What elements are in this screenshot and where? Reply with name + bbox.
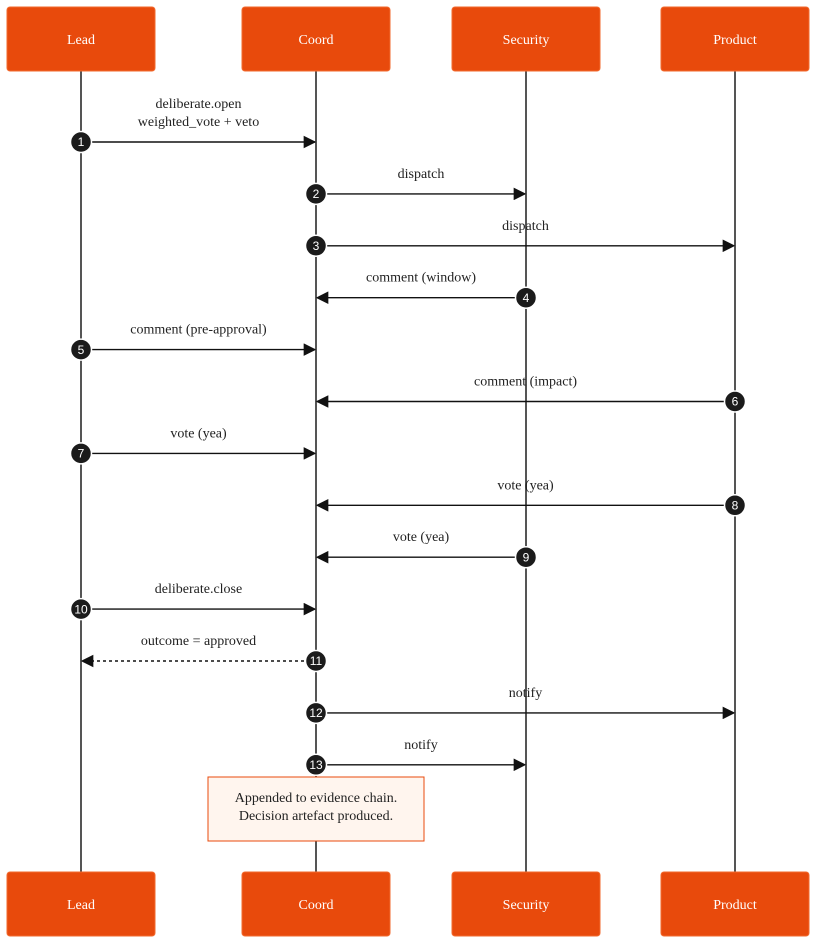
badge-circle [304, 753, 328, 777]
message-label: comment (pre-approval) [130, 323, 267, 338]
actor-lead-top: Lead [6, 6, 156, 72]
actor-label: Product [713, 898, 757, 913]
message-3: dispatch 3 [304, 219, 736, 258]
message-13: notify 13 [304, 738, 527, 777]
note-text: Appended to evidence chain. [235, 791, 398, 806]
message-9: vote (yea) 9 [315, 530, 538, 569]
badge-circle [723, 494, 747, 517]
message-6: comment (impact) 6 [315, 375, 747, 413]
message-8: vote (yea) 8 [315, 478, 747, 517]
sequence-number-badge: 3 [304, 234, 328, 258]
actor-box [451, 871, 601, 937]
sequence-number-badge: 4 [514, 286, 538, 309]
message-10: deliberate.close 10 [69, 582, 317, 621]
badge-circle [69, 130, 93, 154]
actor-box [241, 6, 391, 72]
badge-circle [69, 442, 93, 465]
message-label: notify [404, 738, 437, 753]
sequence-number-badge: 11 [304, 649, 328, 673]
actor-lead-bottom: Lead [6, 871, 156, 937]
actor-coord-bottom: Coord [241, 871, 391, 937]
sequence-number-badge: 1 [69, 130, 93, 154]
messages: deliberate.open weighted_vote + veto 1 disp… [69, 97, 747, 777]
sequence-number: 3 [313, 239, 320, 253]
badge-circle [304, 649, 328, 673]
sequence-number-badge: 13 [304, 753, 328, 777]
sequence-number-badge: 12 [304, 701, 328, 725]
actors-top: Lead Coord Security Product [6, 6, 810, 72]
message-1: deliberate.open weighted_vote + veto 1 [69, 97, 317, 154]
badge-circle [304, 234, 328, 258]
actor-box [660, 871, 810, 937]
badge-circle [69, 338, 93, 361]
sequence-number: 1 [78, 135, 85, 149]
message-4: comment (window) 4 [315, 271, 538, 309]
actor-box [660, 6, 810, 72]
badge-circle [304, 182, 328, 206]
actors-bottom: Lead Coord Security Product [6, 871, 810, 937]
badge-circle [723, 390, 747, 413]
message-label: weighted_vote + veto [138, 115, 259, 130]
sequence-number-badge: 9 [514, 545, 538, 569]
sequence-number-badge: 7 [69, 442, 93, 465]
actor-label: Coord [299, 33, 334, 48]
sequence-number: 13 [309, 758, 323, 772]
sequence-number: 9 [523, 550, 530, 564]
actor-coord-top: Coord [241, 6, 391, 72]
sequence-number: 6 [732, 395, 739, 409]
sequence-number: 4 [523, 291, 530, 305]
message-5: comment (pre-approval) 5 [69, 323, 317, 361]
actor-label: Coord [299, 898, 334, 913]
sequence-number-badge: 5 [69, 338, 93, 361]
note-text: Decision artefact produced. [239, 809, 393, 824]
actor-box [6, 6, 156, 72]
sequence-number-badge: 8 [723, 494, 747, 517]
note: Appended to evidence chain. Decision arte… [207, 776, 425, 842]
actor-product-bottom: Product [660, 871, 810, 937]
actor-security-bottom: Security [451, 871, 601, 937]
message-label: comment (impact) [474, 375, 577, 390]
sequence-number: 8 [732, 499, 739, 513]
sequence-number: 7 [78, 447, 85, 461]
sequence-number: 12 [309, 706, 323, 720]
sequence-number: 10 [74, 602, 88, 616]
message-label: deliberate.open [156, 97, 242, 112]
message-label: vote (yea) [170, 426, 227, 441]
sequence-number-badge: 2 [304, 182, 328, 206]
sequence-number: 11 [310, 654, 323, 668]
actor-label: Product [713, 33, 757, 48]
message-2: dispatch 2 [304, 167, 527, 206]
message-11: outcome = approved 11 [80, 634, 328, 673]
badge-circle [69, 597, 93, 621]
sequence-number: 2 [313, 187, 320, 201]
message-7: vote (yea) 7 [69, 426, 317, 465]
message-label: deliberate.close [155, 582, 242, 597]
message-label: dispatch [502, 219, 549, 234]
sequence-number-badge: 6 [723, 390, 747, 413]
actor-label: Security [503, 33, 550, 48]
badge-circle [514, 545, 538, 569]
actor-product-top: Product [660, 6, 810, 72]
actor-security-top: Security [451, 6, 601, 72]
actor-label: Lead [67, 33, 95, 48]
message-12: notify 12 [304, 686, 736, 725]
actor-box [451, 6, 601, 72]
actor-box [241, 871, 391, 937]
sequence-number: 5 [78, 343, 85, 357]
badge-circle [514, 286, 538, 309]
message-label: dispatch [398, 167, 445, 182]
note-box [207, 776, 425, 842]
message-label: comment (window) [366, 271, 476, 286]
message-label: notify [509, 686, 542, 701]
actor-label: Security [503, 898, 550, 913]
sequence-number-badge: 10 [69, 597, 93, 621]
message-label: vote (yea) [393, 530, 450, 545]
message-label: vote (yea) [497, 478, 554, 493]
badge-circle [304, 701, 328, 725]
message-label: outcome = approved [141, 634, 256, 649]
actor-box [6, 871, 156, 937]
actor-label: Lead [67, 898, 95, 913]
